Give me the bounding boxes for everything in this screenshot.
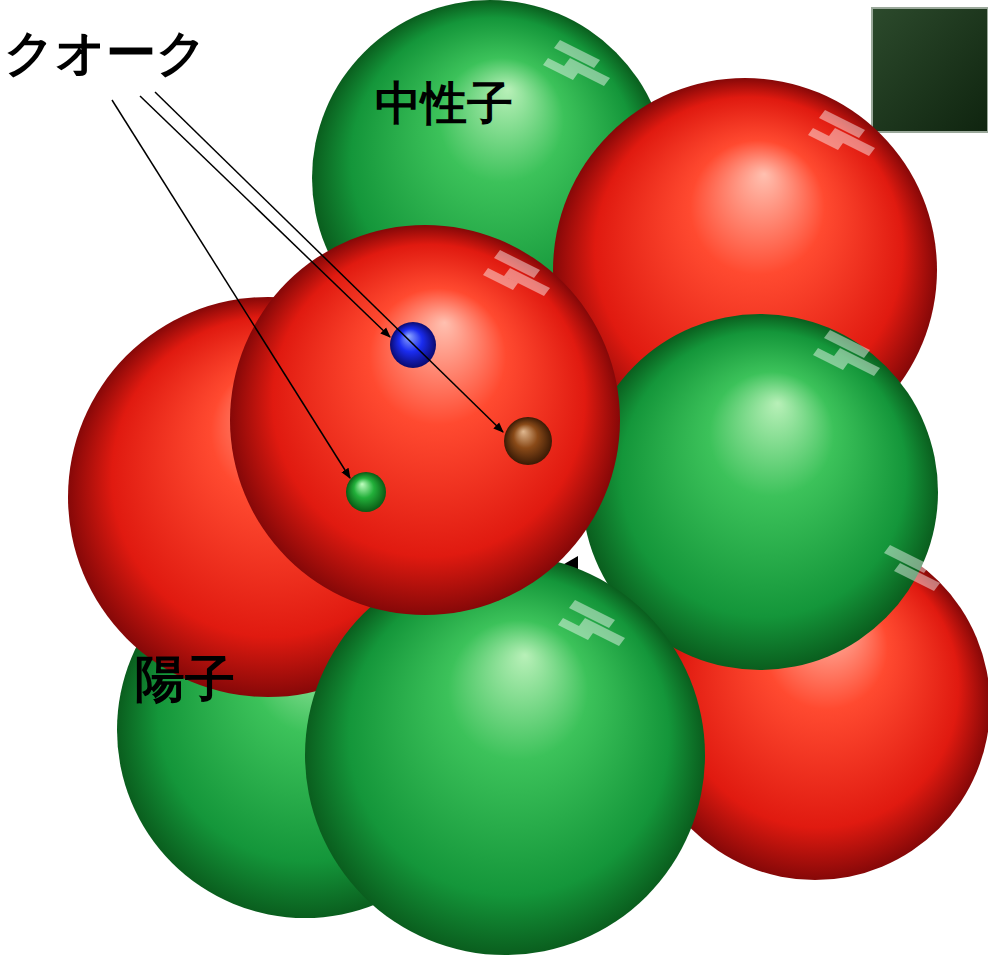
- proton-sphere: 陽子: [68, 297, 468, 697]
- neutron-sphere: 中性子: [312, 0, 668, 356]
- quark-label: クオーク: [4, 26, 207, 81]
- particle-label: 中性子: [375, 78, 513, 129]
- particle-label: 陽子: [135, 652, 235, 707]
